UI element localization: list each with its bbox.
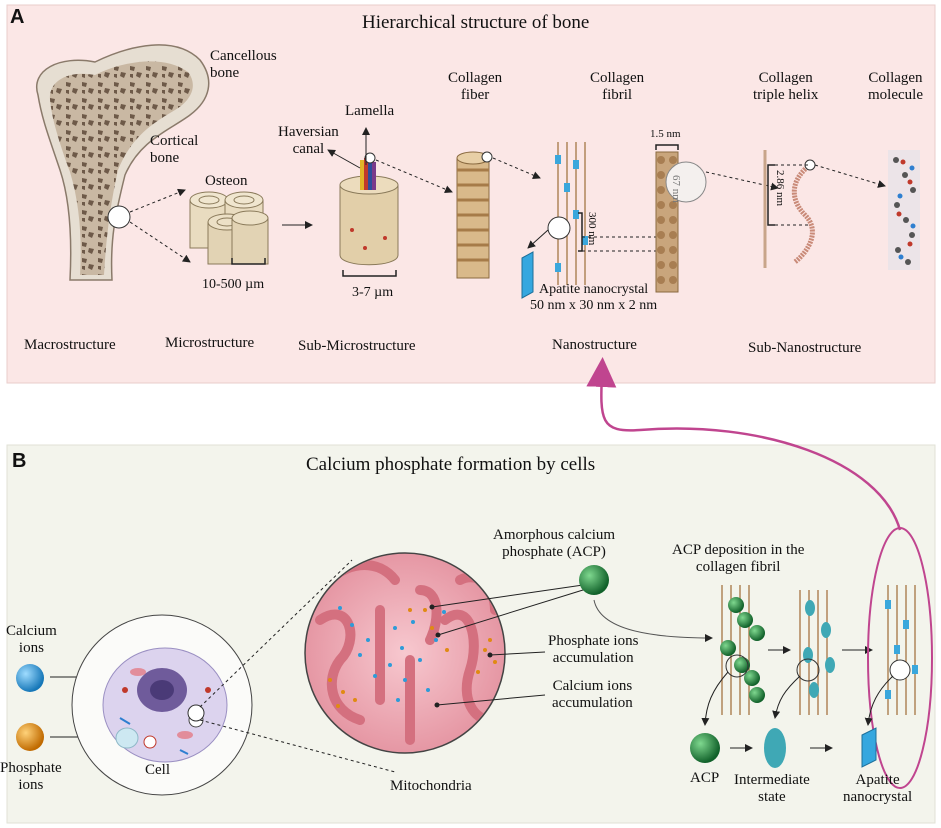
- connector-arrow-b-to-a: [586, 357, 902, 531]
- femur-zoom-circle: [107, 205, 131, 229]
- label-apatite-nanocrystal: Apatite nanocrystal 50 nm x 30 nm x 2 nm: [530, 282, 658, 314]
- lamella-size-bracket: [342, 270, 397, 277]
- label-osteon-size: 10-500 µm: [202, 277, 265, 292]
- label-acp-deposition: ACP deposition in the collagen fibril: [672, 542, 805, 576]
- apatite-fibril-highlight: [867, 527, 933, 789]
- zoom-to-acp-arrow: [701, 671, 729, 726]
- label-fibril-width: 1.5 nm: [650, 128, 681, 140]
- fibril-zoom-circle: [547, 216, 571, 240]
- collagen-fiber-illustration: [456, 151, 493, 279]
- intermediate-state-shape: [764, 728, 786, 768]
- mitochondria-illustration: [304, 552, 506, 754]
- acp-pointer-2: [437, 589, 584, 636]
- cell-zoom-line-bottom: [199, 719, 396, 773]
- osteon-illustration: [189, 191, 269, 265]
- label-mitochondria: Mitochondria: [390, 778, 472, 794]
- label-collagen-fiber: Collagen fiber: [448, 70, 503, 104]
- fiber-to-fibril-arrow: [492, 157, 541, 179]
- acp-to-fibril-arrow: [593, 599, 713, 642]
- acp-sphere-bottom: [690, 733, 720, 763]
- label-collagen-molecule: Collagen molecule: [868, 70, 923, 104]
- label-acp-top: Amorphous calcium phosphate (ACP): [493, 527, 616, 561]
- osteon-size-bracket: [231, 258, 266, 265]
- zoom-to-intermediate-arrow: [772, 675, 801, 719]
- label-osteon: Osteon: [205, 173, 248, 189]
- label-apatite-nanocrystal-b: Apatite nanocrystal: [843, 772, 913, 806]
- panel-b-title: Calcium phosphate formation by cells: [306, 454, 596, 475]
- femur-to-osteon-arrow: [129, 188, 186, 213]
- cell-illustration: [71, 614, 253, 796]
- gap-300-bracket: [578, 212, 583, 252]
- label-lamella-size: 3-7 µm: [352, 285, 394, 300]
- label-gap-67: 67 nm: [670, 175, 682, 203]
- label-haversian-canal: Haversian canal: [278, 124, 339, 158]
- fibril-width-bracket: [655, 144, 679, 150]
- label-calcium-accumulation: Calcium ions accumulation: [552, 678, 633, 712]
- label-triple-helix: Collagen triple helix: [753, 70, 819, 104]
- helix-pitch-bracket: [767, 164, 775, 226]
- femur-illustration: [35, 44, 210, 281]
- panel-b-letter: B: [12, 450, 27, 472]
- scale-macrostructure: Macrostructure: [24, 337, 116, 353]
- label-gap-300: 300 nm: [586, 212, 598, 246]
- scale-microstructure: Microstructure: [165, 335, 255, 351]
- label-helix-pitch: 2.86 nm: [774, 170, 786, 207]
- label-collagen-fibril: Collagen fibril: [590, 70, 645, 104]
- label-intermediate-state: Intermediate state: [734, 772, 810, 806]
- lamella-illustration: [339, 152, 399, 266]
- helix-to-molecule-arrow: [814, 164, 886, 188]
- cell-zoom-line-top: [199, 559, 353, 708]
- scale-submicrostructure: Sub-Microstructure: [298, 338, 416, 354]
- phosphate-ion-sphere: [16, 723, 44, 751]
- beaded-zoom-circle: [665, 161, 707, 203]
- scale-nanostructure: Nanostructure: [552, 337, 637, 353]
- label-calcium-ions: Calcium ions: [6, 623, 57, 657]
- label-cortical-bone: Cortical bone: [150, 133, 199, 167]
- label-cancellous-bone: Cancellous bone: [210, 48, 277, 82]
- fibril-to-apatite-arrow: [527, 229, 549, 249]
- panel-a-letter: A: [10, 6, 25, 28]
- label-lamella: Lamella: [345, 103, 395, 119]
- scale-subnanostructure: Sub-Nanostructure: [748, 340, 862, 356]
- apatite-block: [521, 251, 534, 299]
- lamella-to-fiber-arrow: [375, 159, 453, 193]
- label-acp: ACP: [690, 770, 720, 786]
- acp-pointer-1: [431, 584, 584, 608]
- label-cell: Cell: [145, 762, 170, 778]
- label-phosphate-accumulation: Phosphate ions accumulation: [548, 633, 639, 667]
- acp-sphere-top: [579, 565, 609, 595]
- collagen-molecule-illustration: [888, 150, 920, 270]
- calcium-ion-sphere: [16, 664, 44, 692]
- panel-a-title: Hierarchical structure of bone: [362, 12, 590, 33]
- label-phosphate-ions: Phosphate ions: [0, 760, 62, 794]
- haversian-pointer: [327, 149, 361, 169]
- phosphate-acc-pointer: [489, 651, 546, 656]
- apatite-nanocrystal-shape: [861, 727, 877, 768]
- calcium-acc-pointer: [436, 694, 546, 706]
- zoom-to-apatite-arrow: [864, 675, 894, 726]
- femur-to-osteon-arrow-lower: [129, 221, 191, 263]
